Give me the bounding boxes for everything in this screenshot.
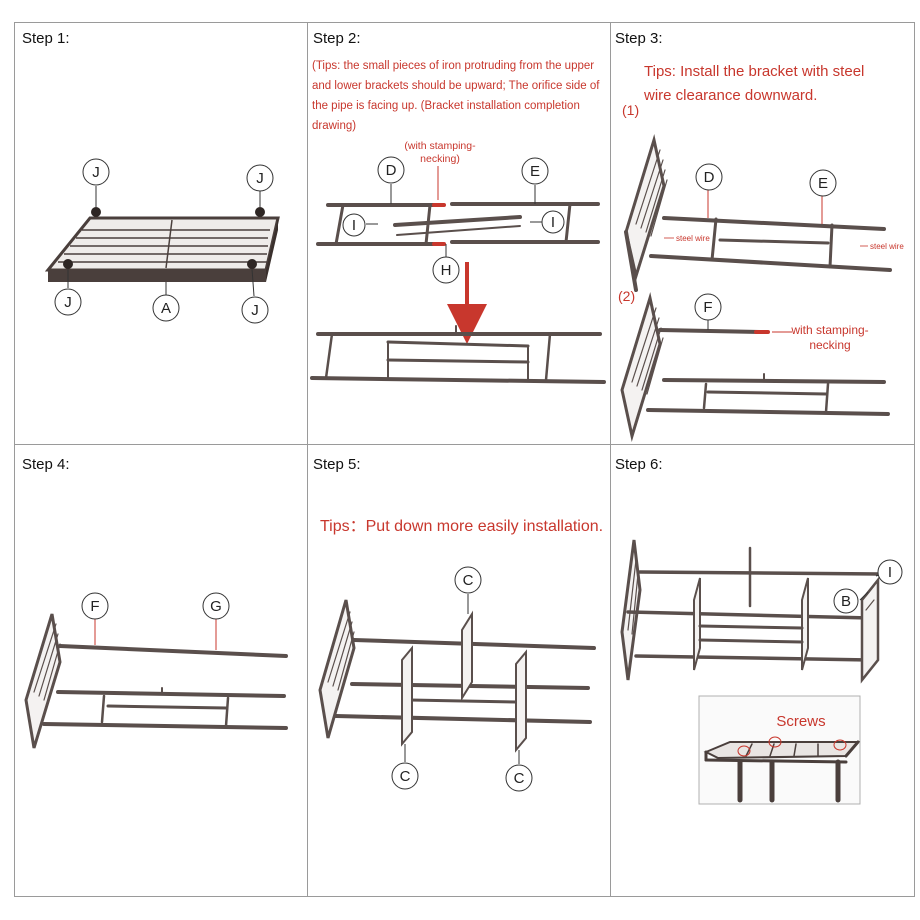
- step-5-letters: C C C: [400, 572, 525, 787]
- stamping-note-line1: (with stamping-: [404, 140, 476, 152]
- step-3-title: Step 3:: [615, 30, 663, 47]
- stamping3-line2: necking: [809, 338, 850, 352]
- step-3-sub1: (1): [622, 102, 640, 118]
- step-6-callouts: [833, 559, 903, 614]
- steel-wire-label-2: steel wire: [870, 242, 904, 251]
- label-j-4: J: [251, 302, 259, 319]
- label-d-step3: D: [704, 169, 715, 186]
- label-b: B: [841, 593, 851, 610]
- step-5-title: Step 5:: [313, 456, 361, 473]
- step-2-parts: [316, 202, 600, 246]
- step-3b-stamping-note: with stamping- necking: [790, 323, 868, 352]
- label-a: A: [161, 300, 171, 317]
- label-e: E: [530, 163, 540, 180]
- step-2-callout-letters: D E H I I: [352, 162, 555, 279]
- step-1-title: Step 1:: [22, 30, 70, 47]
- step-1-callouts: [54, 158, 274, 324]
- step-3a-callouts: [695, 163, 837, 197]
- steel-wire-label-1: steel wire: [676, 234, 710, 243]
- grid-divider-h: [14, 444, 915, 445]
- step-1-callout-letters: J J J A J: [64, 164, 264, 319]
- step-4-frame: [24, 613, 288, 749]
- step-6-frame: [620, 539, 882, 684]
- label-j-1: J: [92, 164, 100, 181]
- label-c-3: C: [514, 770, 525, 787]
- step-3b-frame: [620, 292, 890, 442]
- label-e-step3: E: [818, 175, 828, 192]
- stamping3-line1: with stamping-: [790, 323, 868, 337]
- step-6-letters: B I: [841, 564, 892, 610]
- step-1-frame: [44, 216, 280, 282]
- label-j-2: J: [256, 170, 264, 187]
- step-3-tip: Tips: Install the bracket with steel wir…: [644, 63, 865, 104]
- step-2-red-ends: [432, 203, 446, 246]
- step-2-assembled: [310, 325, 606, 384]
- step-2-stamping-note: (with stamping- necking): [404, 140, 476, 165]
- screws-label: Screws: [776, 713, 825, 730]
- step-5-tip: Tips：Put down more easily installation.: [320, 518, 604, 535]
- label-d: D: [386, 162, 397, 179]
- step-4-title: Step 4:: [22, 456, 70, 473]
- label-c-1: C: [463, 572, 474, 589]
- step-4-letters: F G: [90, 598, 221, 615]
- label-i-1: I: [352, 217, 356, 234]
- label-g: G: [210, 598, 222, 615]
- step-3a-letters: D E: [704, 169, 828, 192]
- step-6-title: Step 6:: [615, 456, 663, 473]
- label-i-2: I: [551, 214, 555, 231]
- grid-divider-v1: [307, 22, 308, 897]
- steps-grid: [14, 22, 915, 897]
- step-3-sub2: (2): [618, 288, 636, 304]
- label-f-step3: F: [703, 299, 712, 316]
- step-5-frame: [318, 599, 596, 753]
- step-1-feet: [63, 207, 265, 269]
- stamping-note-line2: necking): [420, 153, 460, 165]
- label-f-step4: F: [90, 598, 99, 615]
- label-i-step6: I: [888, 564, 892, 581]
- step-3b-callout: [694, 293, 722, 321]
- screws-markers: [737, 736, 847, 757]
- label-c-2: C: [400, 768, 411, 785]
- step-2-callouts: [342, 156, 565, 284]
- grid-divider-v2: [610, 22, 611, 897]
- step-5-callouts: [391, 566, 533, 792]
- step-4-callouts: [81, 592, 230, 620]
- label-j-3: J: [64, 294, 72, 311]
- step-3a-frame: [624, 134, 892, 292]
- step-2-title: Step 2:: [313, 30, 361, 47]
- label-h: H: [441, 262, 452, 279]
- step-3a-steel-wire-notes: steel wire steel wire: [676, 234, 904, 251]
- step-2-tip: (Tips: the small pieces of iron protrudi…: [312, 60, 600, 132]
